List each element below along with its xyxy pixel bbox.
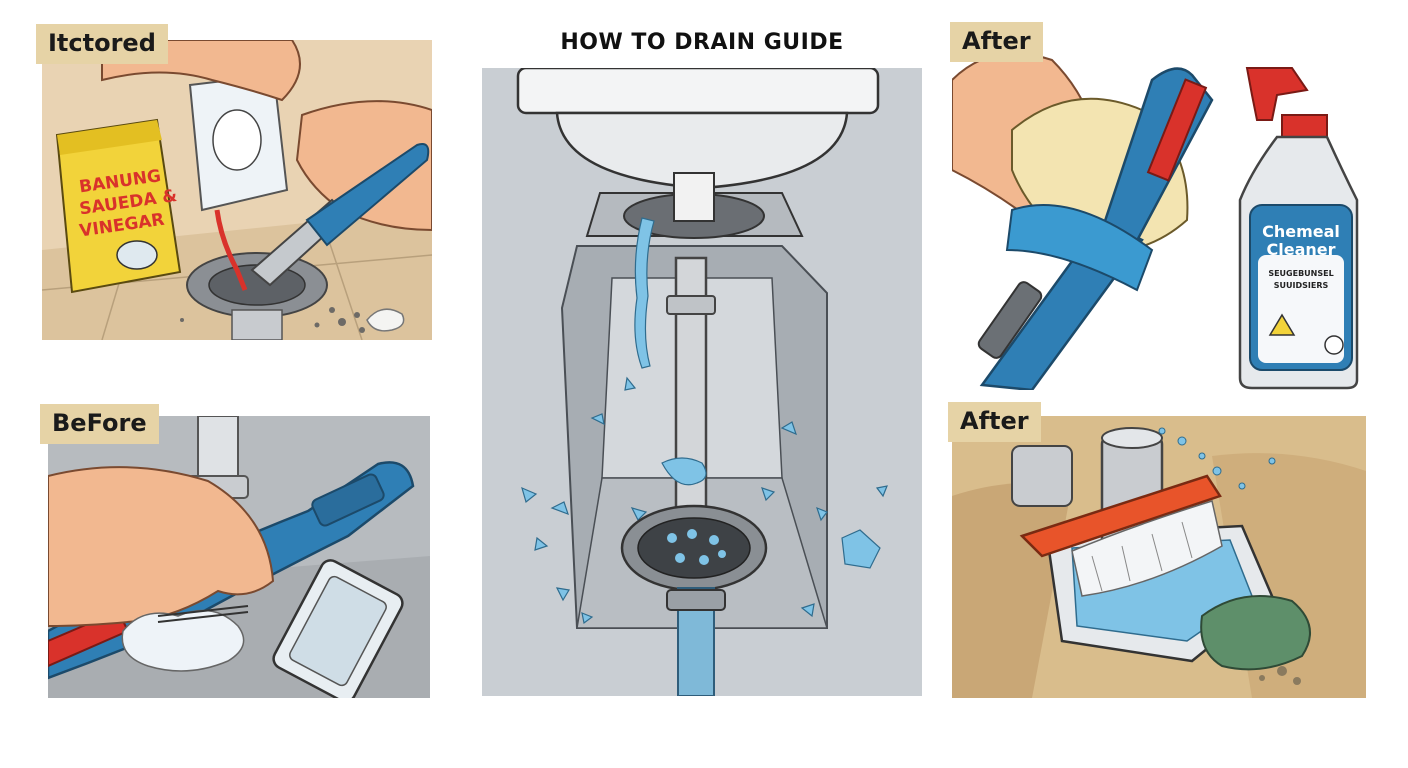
cleaned-drain-scene	[952, 416, 1366, 698]
guide-title: HOW TO DRAIN GUIDE	[560, 30, 844, 55]
vinegar-packet-icon	[188, 73, 289, 291]
baking-soda-scene: BANUNG SAUEDA & VINEGAR	[42, 40, 432, 340]
panel-label-bottom-right: After	[948, 402, 1041, 442]
panel-bottom-left-illustration	[48, 416, 430, 698]
scrubbing-scene	[48, 416, 430, 698]
drain-cover-tray-icon	[272, 559, 404, 698]
wall-fixture-icon	[1011, 445, 1073, 507]
bottle-small-text-2: SUUIDSIERS	[1274, 281, 1329, 290]
blue-scraper-icon	[977, 67, 1214, 390]
panel-top-left-illustration: BANUNG SAUEDA & VINEGAR	[42, 40, 432, 340]
panel-label-top-right: After	[950, 22, 1043, 62]
warning-icon	[1268, 313, 1296, 336]
water-splash-icon	[521, 217, 888, 625]
blue-tool-icon	[250, 143, 430, 287]
bottle-text-line-1: Chemeal	[1262, 222, 1340, 241]
rag-icon	[1200, 595, 1311, 671]
bottle-small-text-1: SEUGEBUNSEL	[1268, 269, 1333, 278]
panel-label-top-left: Itctored	[36, 24, 168, 64]
hand-icon	[48, 466, 275, 628]
sink-icon	[516, 68, 880, 190]
baking-soda-package-icon: BANUNG SAUEDA & VINEGAR	[55, 118, 182, 294]
spray-bottle-icon: Chemeal Cleaner SEUGEBUNSEL SUUIDSIERS	[1238, 67, 1359, 390]
drain-guide-scene	[482, 68, 922, 696]
orange-brush-icon	[1019, 474, 1223, 597]
bottle-text-line-2: Cleaner	[1266, 240, 1335, 259]
panel-top-right-illustration: Chemeal Cleaner SEUGEBUNSEL SUUIDSIERS	[952, 40, 1372, 390]
panel-bottom-right-illustration	[952, 416, 1366, 698]
panel-center-illustration	[482, 68, 922, 696]
panel-label-bottom-left: BeFore	[40, 404, 159, 444]
brush-icon	[1005, 204, 1154, 292]
chemical-cleaner-scene: Chemeal Cleaner SEUGEBUNSEL SUUIDSIERS	[952, 40, 1372, 390]
water-splash-icon	[1158, 427, 1276, 490]
